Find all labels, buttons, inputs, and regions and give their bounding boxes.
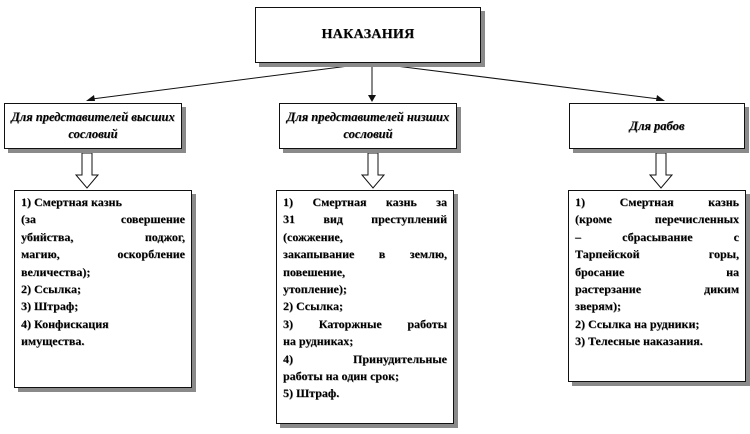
detail-list-upper-classes: 1) Смертная казнь (за совершение убийств… <box>14 190 192 388</box>
list-item: магию, оскорбление <box>21 247 185 262</box>
list-item: (кроме перечисленных <box>575 212 739 227</box>
list-item: 1) Смертная казнь <box>575 195 739 209</box>
list-item: 2) Ссылка; <box>21 281 81 296</box>
hollow-down-arrow-icon <box>74 152 100 189</box>
arrowhead-left <box>86 95 95 101</box>
list-item: 2) Ссылка на рудники; <box>575 316 700 331</box>
detail-list-slaves: 1) Смертная казнь (кроме перечисленных –… <box>568 190 746 382</box>
connector-root-left <box>91 62 373 100</box>
list-item: 2) Ссылка; <box>283 299 343 314</box>
list-item: работы на один срок; <box>283 368 399 383</box>
list-item: 4) Принудительные <box>283 351 447 366</box>
list-item: величества); <box>21 264 91 279</box>
connector-root-right <box>371 62 660 100</box>
list-item: 3) Штраф; <box>21 299 79 314</box>
list-item: (за совершение <box>21 212 185 227</box>
list-item: – сбрасывание с <box>575 229 739 244</box>
list-item: убийства, поджог, <box>21 229 185 244</box>
list-item: на рудниках; <box>283 334 354 349</box>
arrowhead-right <box>656 95 665 101</box>
list-item: 1) Смертная казнь за <box>283 195 447 209</box>
list-item: 5) Штраф. <box>283 386 340 401</box>
root-label: НАКАЗАНИЯ <box>321 27 415 42</box>
list-item: 1) Смертная казнь <box>21 195 122 209</box>
category-label: Для представителей низших сословий <box>286 110 450 141</box>
root-node: НАКАЗАНИЯ <box>255 7 481 63</box>
hollow-down-arrow-icon <box>360 152 386 189</box>
list-item: растерзание диким <box>575 281 739 296</box>
list-item: бросание на <box>575 264 739 279</box>
list-item: повешение, <box>283 264 346 279</box>
list-item: 31 вид преступлений <box>283 212 447 227</box>
category-label: Для представителей высших сословий <box>11 110 175 141</box>
list-item: закапывание в землю, <box>283 247 447 262</box>
list-item: 4) Конфискация <box>21 316 109 331</box>
hollow-down-arrow-icon <box>648 152 674 189</box>
category-node-lower-classes: Для представителей низших сословий <box>279 103 457 149</box>
list-item: Тарпейской горы, <box>575 247 739 262</box>
detail-list-lower-classes: 1) Смертная казнь за 31 вид преступлений… <box>276 190 454 424</box>
list-item: утопление); <box>283 281 347 296</box>
list-item: зверям); <box>575 299 621 314</box>
list-item: 3) Телесные наказания. <box>575 334 703 349</box>
arrowhead-center <box>368 95 376 102</box>
category-node-slaves: Для рабов <box>569 103 745 149</box>
category-node-upper-classes: Для представителей высших сословий <box>4 103 182 149</box>
category-label: Для рабов <box>629 118 685 133</box>
list-item: имущества. <box>21 334 85 349</box>
list-item: 3) Каторжные работы <box>283 316 447 331</box>
list-item: (сожжение, <box>283 229 343 244</box>
